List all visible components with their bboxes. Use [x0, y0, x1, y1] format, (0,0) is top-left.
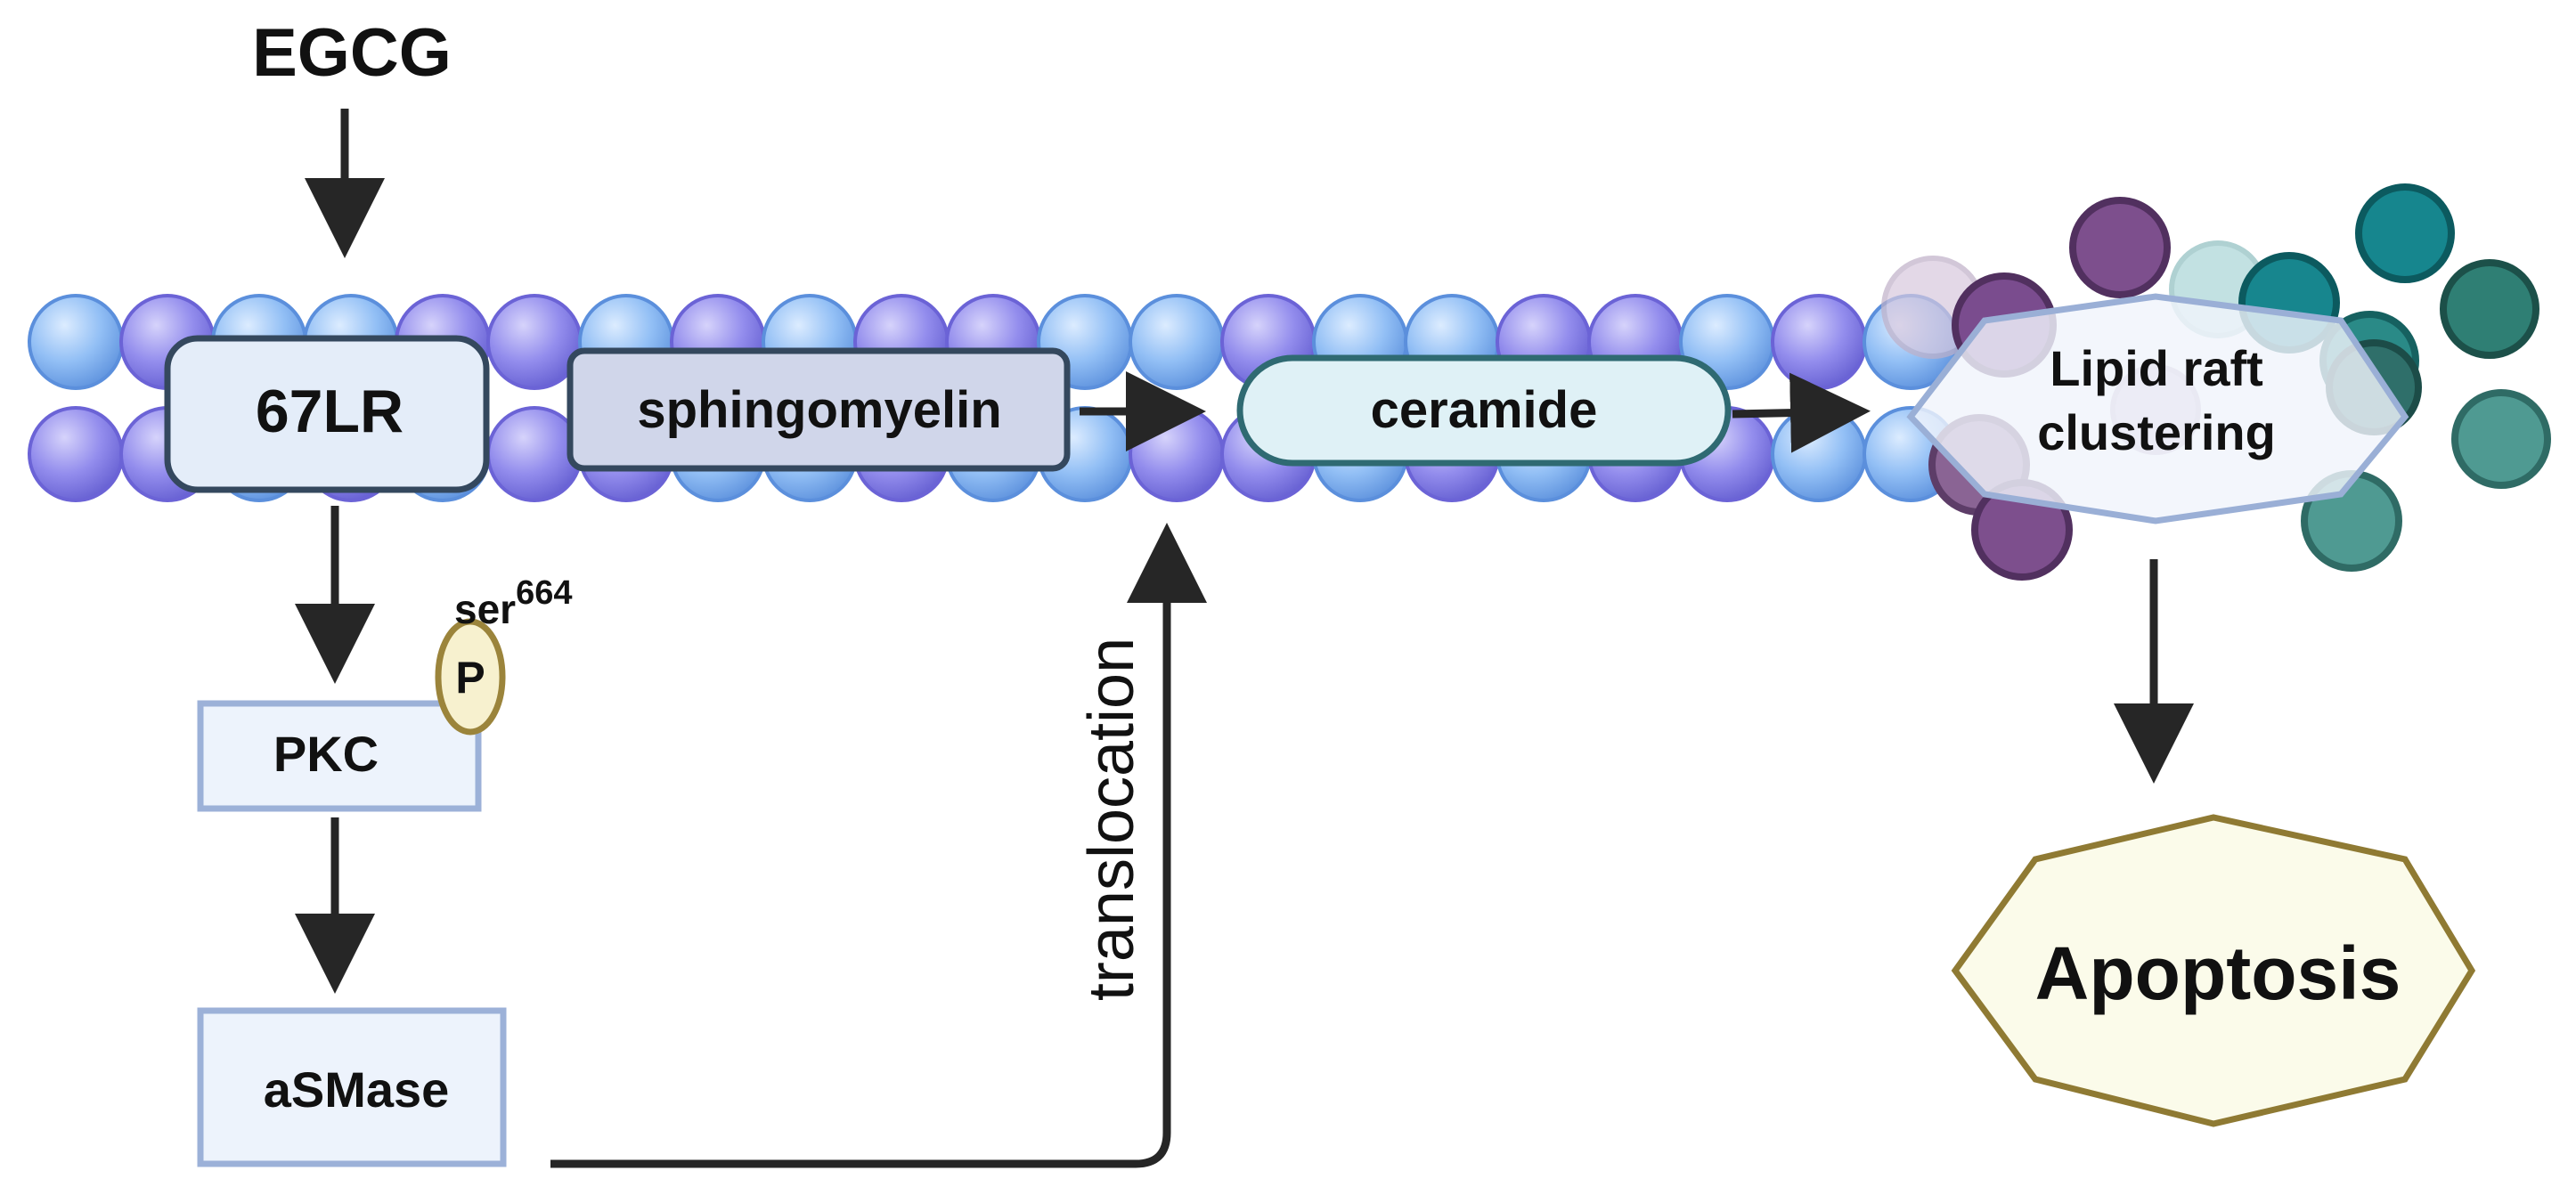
- receptor-label: 67LR: [256, 378, 404, 445]
- raft-label-line2: clustering: [2037, 404, 2276, 460]
- translocation-label: translocation: [1076, 638, 1147, 1001]
- lipid-head: [28, 294, 124, 390]
- arrows: [295, 109, 2194, 1168]
- sphingomyelin-box: [567, 347, 1071, 472]
- phospho-site-residue: ser: [454, 586, 516, 632]
- apoptosis-label: Apoptosis: [2035, 931, 2401, 1015]
- raft-protein: [2440, 259, 2539, 359]
- ceramide-label: ceramide: [1371, 381, 1598, 439]
- raft-protein: [2355, 183, 2455, 283]
- pkc-label: PKC: [273, 726, 379, 782]
- lipid-head: [1129, 294, 1225, 390]
- egcg-label: EGCG: [252, 15, 452, 91]
- receptor-67lr-box: [164, 335, 490, 493]
- lipid-head: [28, 406, 124, 502]
- asmase-box: [197, 1007, 507, 1167]
- phospho-site-number: 664: [516, 574, 572, 612]
- lipid-head: [486, 406, 583, 502]
- phosphate-symbol: P: [455, 653, 485, 703]
- raft-label-line1: Lipid raft: [2050, 340, 2263, 396]
- asmase-label: aSMase: [264, 1061, 450, 1118]
- arrow-ceramide-to-raft: [1732, 372, 1871, 453]
- apoptosis-octagon: [1951, 814, 2476, 1127]
- lipid-head: [486, 294, 583, 390]
- arrow-asmase-translocation: [550, 523, 1207, 1168]
- lipid-head: [1771, 406, 1867, 502]
- lipid-head: [1771, 294, 1867, 390]
- ceramide-box: [1236, 354, 1732, 467]
- phosphate-badge: [435, 618, 506, 736]
- raft-protein: [2069, 197, 2171, 298]
- pkc-box: [197, 700, 482, 812]
- phospho-site-label: ser664: [454, 574, 572, 632]
- lipid-raft-hexagon: [1906, 293, 2409, 524]
- raft-protein: [2451, 389, 2551, 489]
- lipid-head: [1129, 406, 1225, 502]
- sphingomyelin-label: sphingomyelin: [637, 381, 1001, 439]
